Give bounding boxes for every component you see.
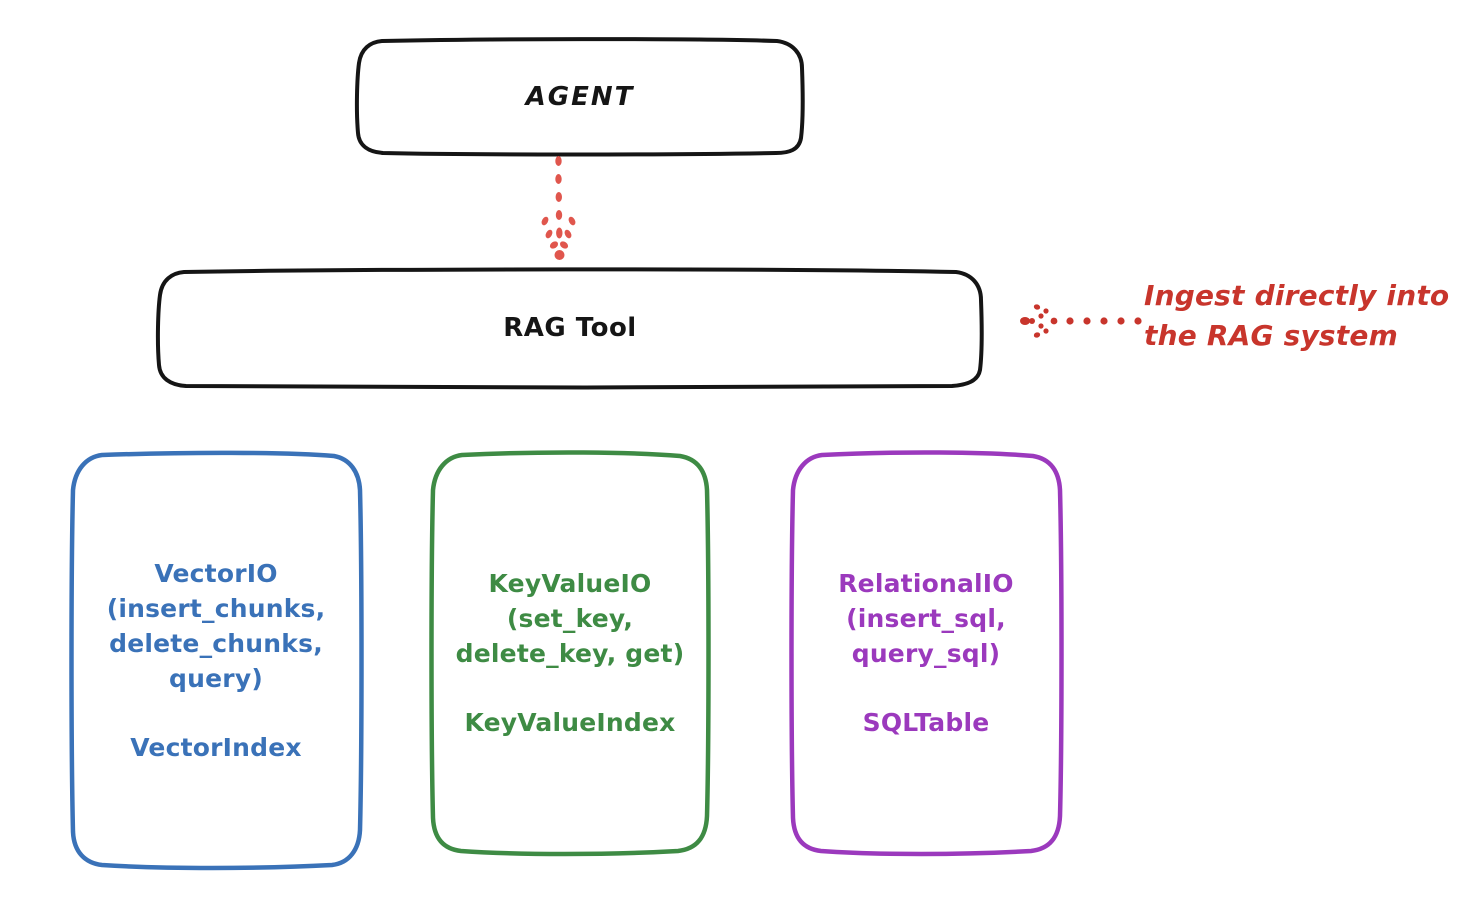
- vector-io-index-label: VectorIndex: [130, 732, 302, 762]
- key-value-io-box-outline: [429, 450, 711, 857]
- relational-io-index-label: SQLTable: [862, 708, 990, 737]
- node-vector-io[interactable]: VectorIO (insert_chunks, delete_chunks, …: [68, 450, 364, 871]
- node-relational-io[interactable]: RelationalIO (insert_sql, query_sql) SQL…: [788, 450, 1064, 857]
- relational-io-api-label: RelationalIO (insert_sql, query_sql): [838, 569, 1014, 668]
- rag-tool-label: RAG Tool: [503, 312, 637, 343]
- node-key-value-io[interactable]: KeyValueIO (set_key, delete_key, get) Ke…: [428, 450, 712, 857]
- key-value-io-index-label: KeyValueIndex: [464, 708, 676, 737]
- node-agent[interactable]: AGENT: [354, 37, 805, 157]
- rag-tool-box-outline: [155, 267, 984, 390]
- vector-io-box-outline: [69, 450, 364, 871]
- agent-label: AGENT: [525, 81, 635, 112]
- key-value-io-api-label: KeyValueIO (set_key, delete_key, get): [455, 569, 685, 668]
- agent-box-outline: [354, 37, 805, 157]
- arrow-ingest-to-rag-tool: [1020, 304, 1142, 338]
- annotation-ingest-directly: Ingest directly into the RAG system: [1144, 279, 1450, 352]
- relational-io-box-outline: [789, 450, 1064, 857]
- arrow-agent-to-rag-tool: [541, 156, 576, 260]
- vector-io-api-label: VectorIO (insert_chunks, delete_chunks, …: [106, 558, 326, 693]
- node-rag-tool[interactable]: RAG Tool: [155, 267, 984, 390]
